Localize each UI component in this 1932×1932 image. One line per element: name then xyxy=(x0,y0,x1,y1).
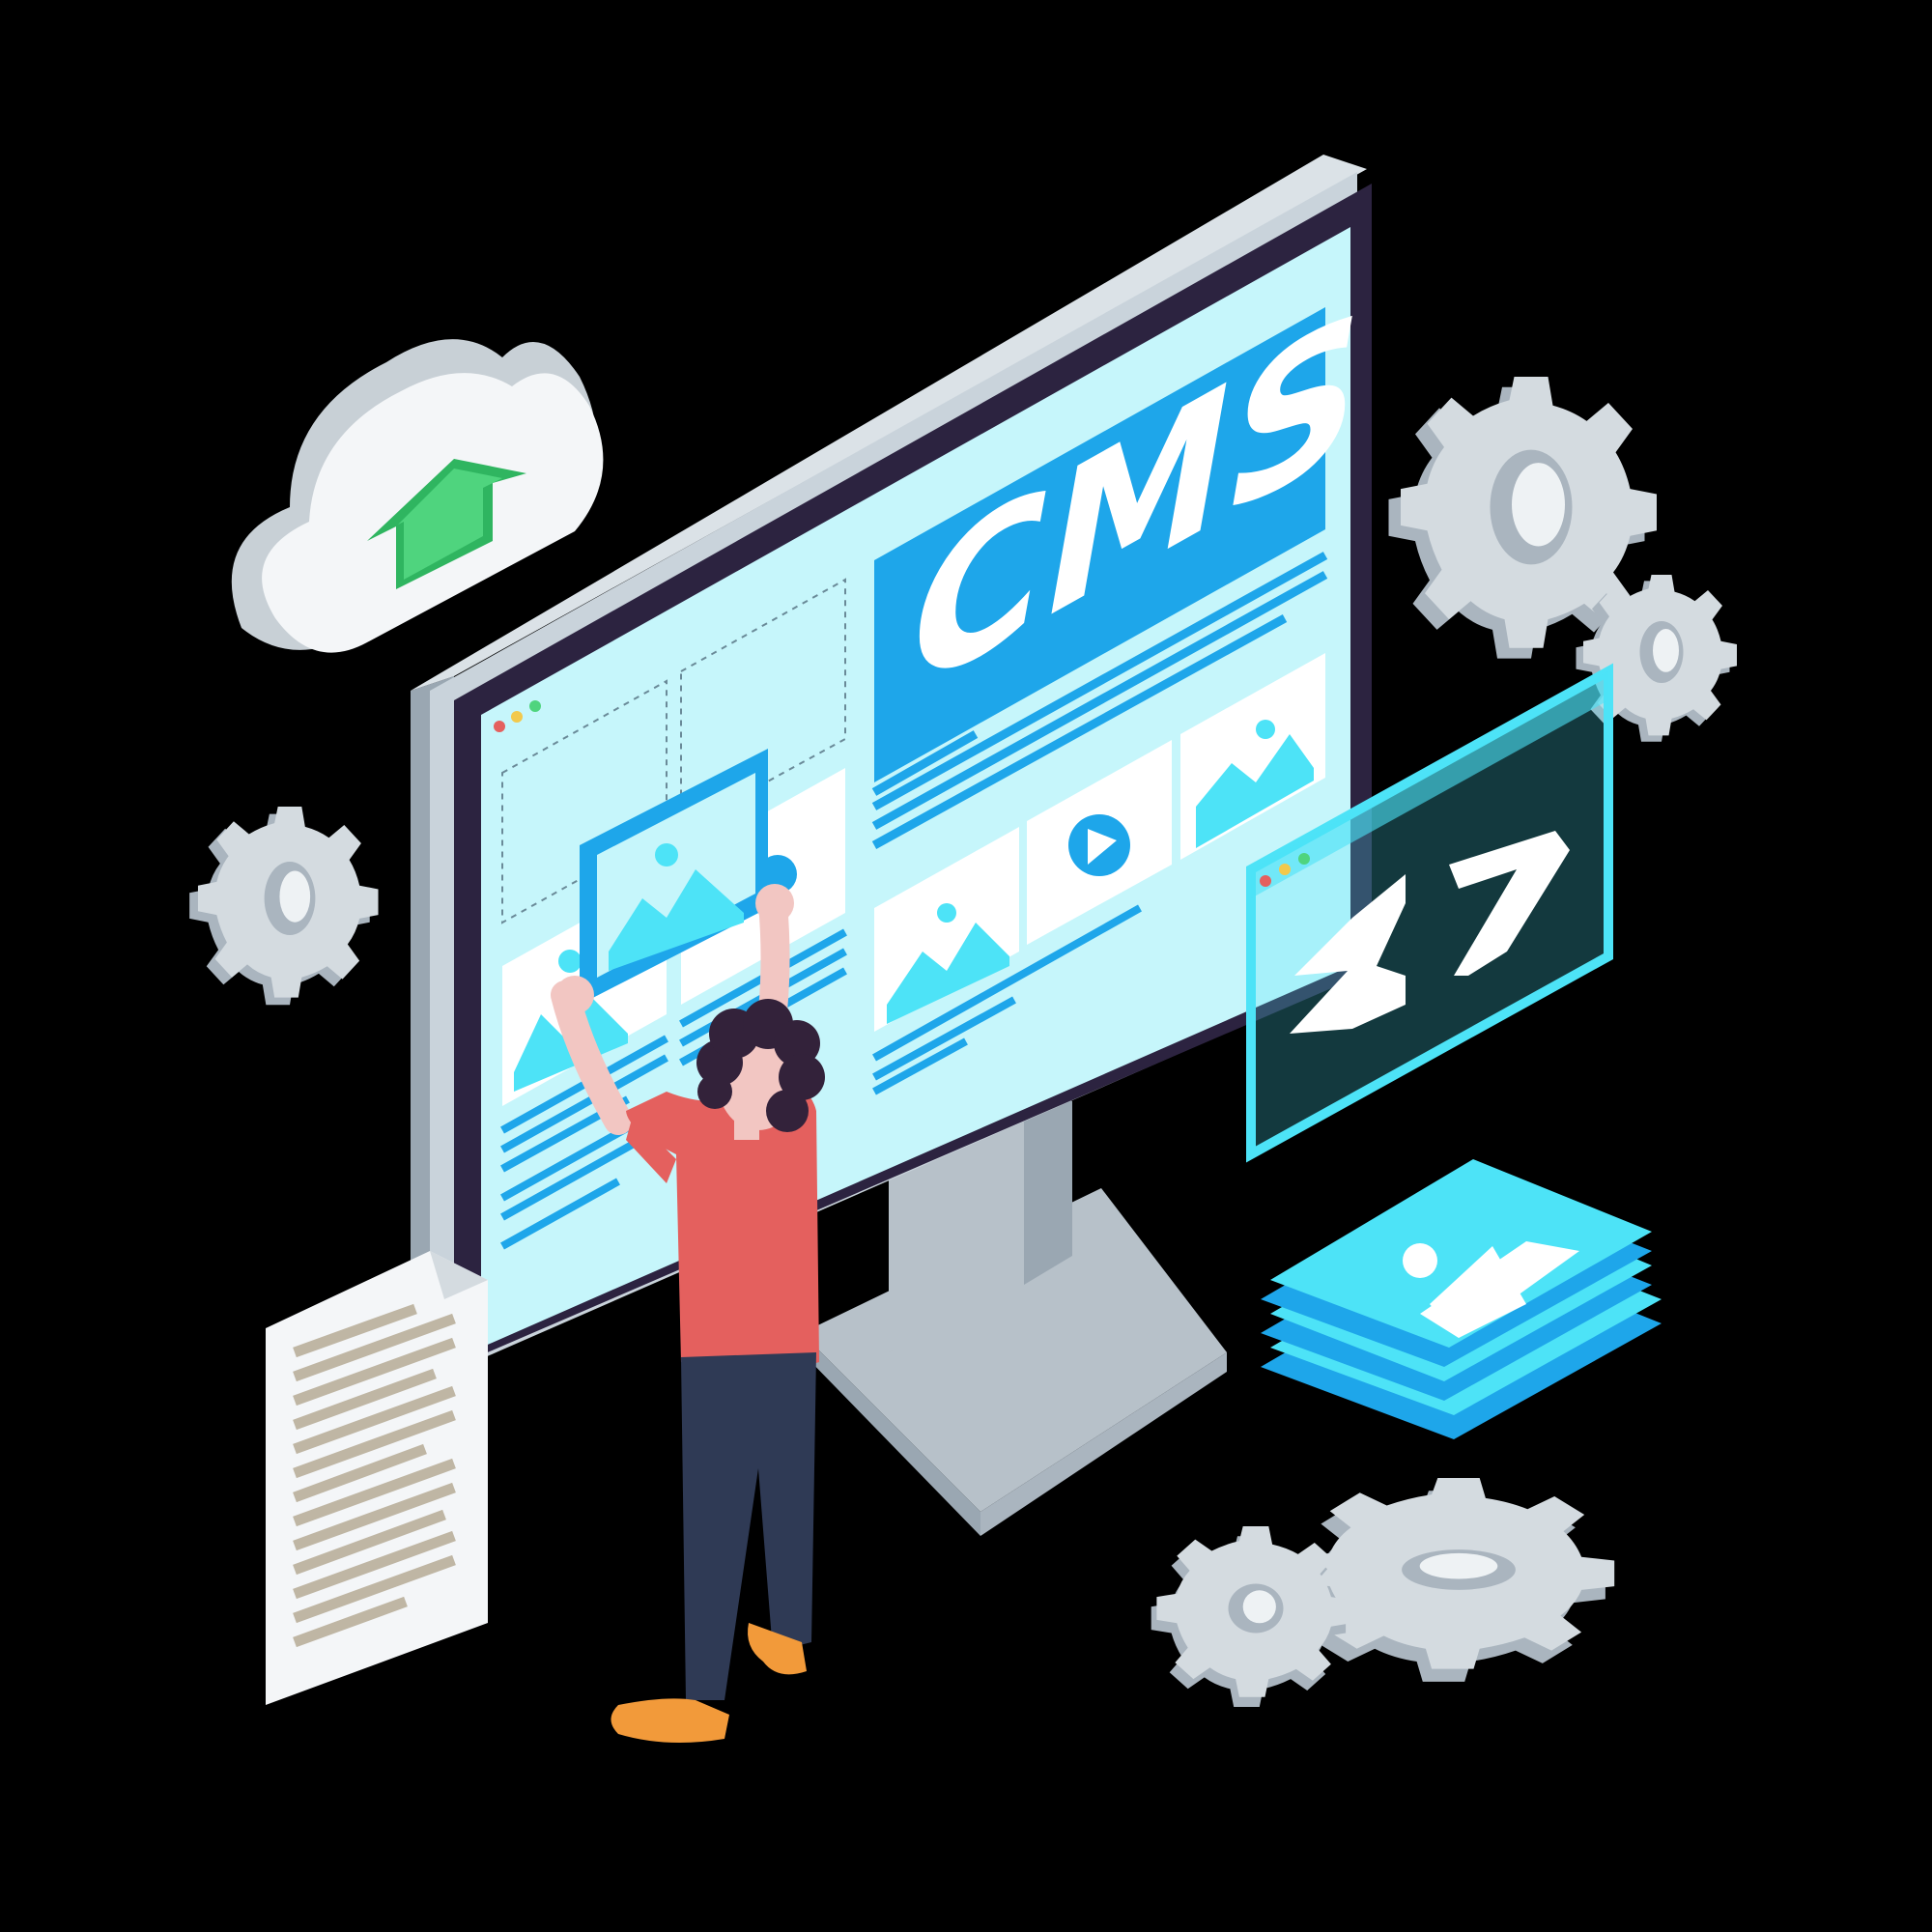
document-lines xyxy=(293,1303,456,1648)
photo-stack-icon xyxy=(1261,1159,1662,1439)
gear-icon xyxy=(1388,377,1657,659)
image-icon xyxy=(580,749,768,1005)
banner-text-lines xyxy=(871,552,1328,849)
screen-content: CMS xyxy=(500,270,1362,1250)
gear-icon xyxy=(1288,1478,1615,1682)
document-icon xyxy=(266,1251,488,1705)
cloud-upload-icon xyxy=(231,339,604,653)
gear-icon xyxy=(1576,575,1737,742)
gear-icon xyxy=(1151,1526,1351,1707)
content-card xyxy=(1180,653,1325,860)
cms-banner xyxy=(874,307,1325,782)
card-text-lines xyxy=(872,904,1142,1095)
content-card xyxy=(874,827,1019,1032)
content-card xyxy=(1027,740,1172,945)
gear-icon xyxy=(189,807,379,1006)
person xyxy=(551,884,825,1743)
code-brackets-icon xyxy=(1246,663,1613,1163)
